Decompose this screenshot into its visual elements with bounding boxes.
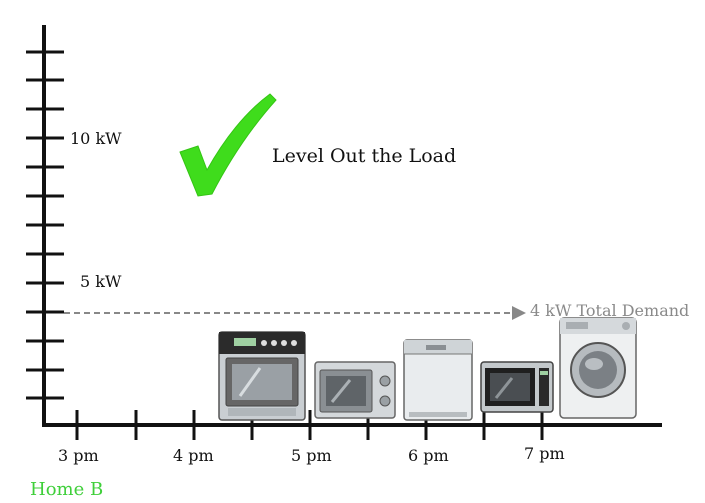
home-caption: Home B	[30, 479, 103, 500]
y-tick-label-10kw: 10 kW	[70, 129, 122, 148]
microwave-small-icon	[480, 361, 554, 413]
dishwasher-icon	[403, 339, 473, 421]
x-tick-label-6pm: 6 pm	[408, 446, 449, 465]
x-tick-label-4pm: 4 pm	[173, 446, 214, 465]
oven-range-icon	[218, 331, 306, 421]
demand-label: 4 kW Total Demand	[530, 301, 689, 320]
washing-machine-icon	[559, 317, 637, 419]
demand-arrow-icon	[512, 306, 526, 320]
y-tick-label-5kw: 5 kW	[80, 272, 122, 291]
x-tick-label-5pm: 5 pm	[291, 446, 332, 465]
x-tick-label-3pm: 3 pm	[58, 446, 99, 465]
y-axis-ticks	[26, 50, 64, 400]
checkmark-icon	[179, 93, 277, 197]
x-tick-label-7pm: 7 pm	[524, 444, 565, 463]
diagram-title: Level Out the Load	[272, 145, 456, 167]
microwave-large-icon	[314, 361, 396, 419]
